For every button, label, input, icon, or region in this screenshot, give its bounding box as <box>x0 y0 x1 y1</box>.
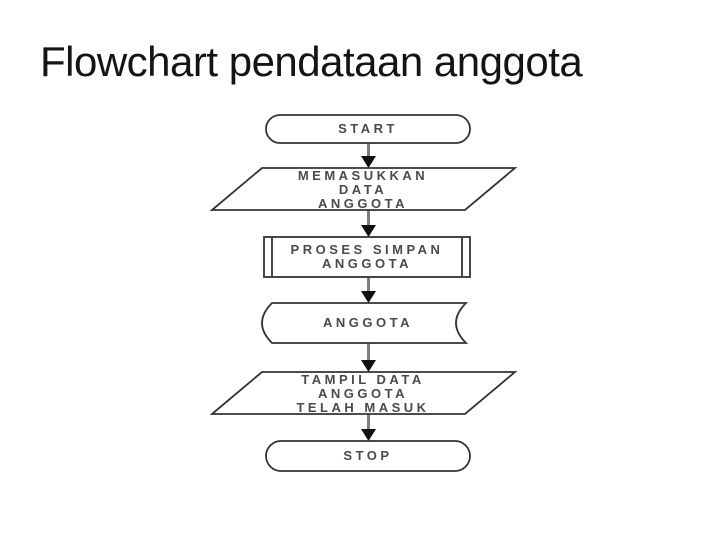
slide-title: Flowchart pendataan anggota <box>40 38 583 85</box>
predefined-process-shape <box>263 236 471 278</box>
flowchart-node-label-process: PROSES SIMPAN ANGGOTA <box>290 242 444 271</box>
terminator-shape-stop <box>265 440 471 472</box>
stored-data-shape <box>261 302 469 344</box>
terminator-shape-start <box>265 114 471 144</box>
flowchart-node-label-output: TAMPIL DATA ANGGOTA TELAH MASUK <box>296 372 430 415</box>
flowchart-node-label-storage: ANGGOTA <box>323 315 413 330</box>
flow-arrow-process-to-storage <box>361 277 376 303</box>
flowchart-node-label-stop: STOP <box>343 448 393 463</box>
flow-arrow-output-to-stop <box>361 414 376 441</box>
io-parallelogram-shape-output <box>209 371 518 415</box>
flow-arrow-input-to-process <box>361 210 376 237</box>
flow-arrow-start-to-input <box>361 143 376 168</box>
flowchart-node-label-input: MEMASUKKAN DATA ANGGOTA <box>297 168 429 211</box>
io-parallelogram-shape-input <box>209 167 518 211</box>
flow-arrow-storage-to-output <box>361 343 376 372</box>
flowchart-node-label-start: START <box>338 121 398 136</box>
